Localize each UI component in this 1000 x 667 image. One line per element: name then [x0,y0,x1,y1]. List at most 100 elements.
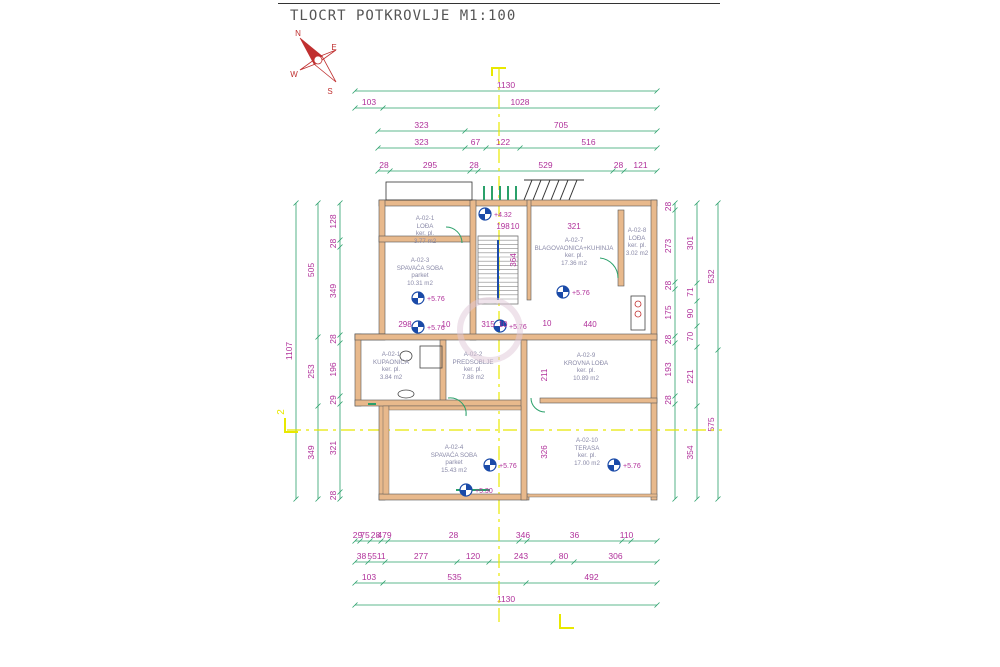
room-area: 3.84 m2 [380,374,403,381]
level-marker [483,458,497,472]
room-finish: ker. pl. [565,252,584,259]
dim-right-outer-value: 532 [706,269,716,283]
wall-stair-west [469,199,477,341]
dim-bottom-row3-tick [352,580,358,586]
room-finish: parket [411,272,428,279]
inner-dimension: 364 [509,253,518,267]
dim-bottom-row1-value: 75 [360,530,370,540]
dim-right-inner2-tick [672,393,678,399]
dim-bottom-row1-value: 110 [620,530,634,540]
room-area: 17.00 m2 [574,460,600,467]
dim-top-row4-tick [517,145,523,151]
level-marker [493,319,507,333]
room-finish: parket [445,459,462,466]
dim-right-inner1-value: 90 [685,309,695,319]
balcony-rail-right [541,179,551,201]
dim-left-inner-value: 28 [328,239,338,249]
dim-top-row3-value: 323 [414,120,428,130]
dim-left-inner-tick [337,200,343,206]
dim-bottom-row1-tick [378,538,384,544]
room-finish: ker. pl. [577,367,596,374]
dim-top-row4-tick [462,145,468,151]
room-area: 3.77 m2 [414,238,437,245]
level-marker-fill [557,286,569,298]
dim-top-row5-tick [375,168,381,174]
shower-tray [419,345,443,369]
room-finish: ker. pl. [628,242,647,249]
compass-center [313,55,323,65]
room-area: 17.36 m2 [561,260,587,267]
dim-top-row2-value: 103 [362,97,376,107]
level-marker [411,320,425,334]
dim-left-inner-tick [337,489,343,495]
door-swing [445,226,463,244]
room-name: SPAVAĆA SOBA [431,452,478,459]
room-finish: ker. pl. [382,366,401,373]
room-name: LOĐA [629,235,647,242]
balcony-rail-left [385,181,473,201]
dim-left-inner-value: 28 [328,491,338,501]
level-marker-fill [608,459,620,471]
dim-right-inner2-value: 175 [663,305,673,319]
dim-left-outer-tick [293,200,299,206]
dim-right-inner2-tick [672,496,678,502]
wall-mid [354,333,658,341]
dim-bottom-row1-tick [516,538,522,544]
dim-left-mid-value: 253 [306,364,316,378]
room-name: BLAGOVAONICA+KUHINJA [535,245,615,252]
room-name: KUPAONICA [373,359,410,366]
dim-left-inner-tick [337,244,343,250]
room-id: A-02-1 [382,351,401,358]
door-swing [447,397,467,417]
dim-bottom-row2-value: 5511 [367,551,386,561]
inner-dimension: 198 [496,222,510,231]
dim-top-row1-value: 1130 [497,80,516,90]
inner-dimension: 298 [398,320,412,329]
room-area: 15.43 m2 [441,467,467,474]
dim-left-inner-value: 128 [328,214,338,228]
wall-east [650,199,658,501]
balcony-rail-right [559,179,569,201]
dim-bottom-row2-tick [382,559,388,565]
room-id: A-02-1 [416,215,435,222]
drawing-title: TLOCRT POTKROVLJE M1:100 [290,8,517,24]
dim-top-row3-tick [462,128,468,134]
dim-right-inner2-value: 28 [663,395,673,405]
dim-left-inner-value: 29 [328,395,338,405]
axis-label: 2 [276,409,287,415]
dim-top-row4-value: 122 [496,137,510,147]
washbasin [397,389,415,399]
dim-right-inner2-value: 28 [663,281,673,291]
dim-right-inner1-value: 70 [685,332,695,342]
room-finish: ker. pl. [464,366,483,373]
dim-bottom-row1-tick [654,538,660,544]
dim-top-row1-tick [654,88,660,94]
dim-top-row5-value: 529 [538,160,552,170]
dim-left-mid-tick [315,496,321,502]
compass-rose [299,37,337,83]
dim-right-inner1-tick [694,280,700,286]
watermark-logo [457,297,523,363]
dim-bottom-row3-value: 535 [447,572,461,582]
dim-bottom-row3-value: 492 [584,572,598,582]
dim-bottom-row2-value: 306 [608,551,622,561]
dim-left-outer-tick [293,496,299,502]
inner-dimension: 10 [499,320,508,329]
level-marker-fill [494,320,506,332]
level-marker-fill [460,484,472,496]
dim-top-row4-value: 323 [414,137,428,147]
dim-right-inner2-tick [672,279,678,285]
level-marker [411,291,425,305]
axis-marker-bottom [559,614,574,629]
compass-w: W [290,70,298,79]
dim-left-inner-tick [337,237,343,243]
wall-bath [439,339,447,407]
wall-stair-east [526,199,532,301]
level-value: +5.76 [427,296,445,303]
compass-n: N [295,29,301,38]
balcony-rail-right [532,179,542,201]
wall-lower-mid [354,399,526,407]
dim-left-inner-value: 28 [328,334,338,344]
dim-top-row2-value: 1028 [511,97,530,107]
wall-bedroom-n [388,405,522,411]
